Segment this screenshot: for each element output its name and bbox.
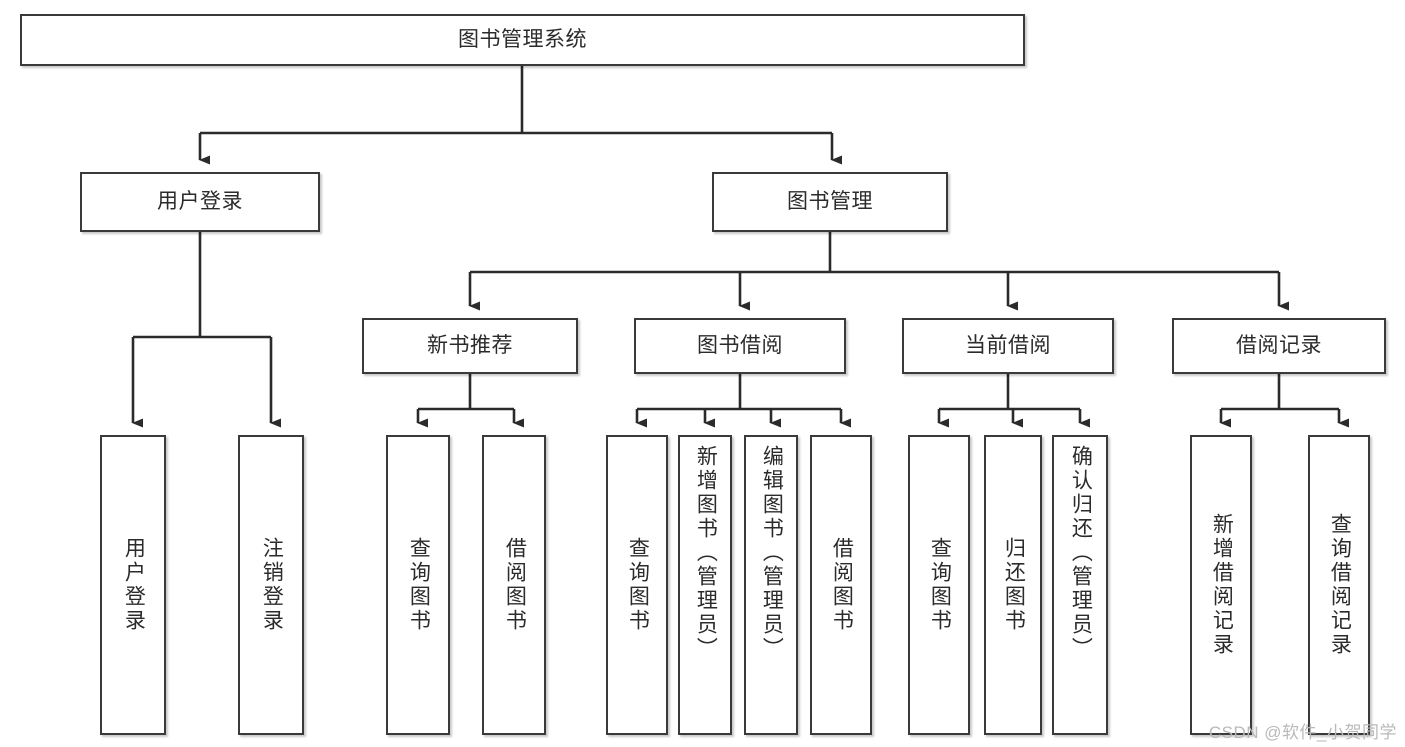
leaf-user-login[interactable]: 用户登录 [100, 435, 166, 735]
leaf-add-book-admin[interactable]: 新增图书（管理员） [678, 435, 732, 735]
leaf-add-book-admin-label: 新增图书（管理员） [694, 445, 718, 661]
leaf-user-login-label: 用户登录 [122, 537, 146, 633]
leaf-query-book-borrow-label: 查询图书 [626, 537, 650, 633]
leaf-query-book-current-label: 查询图书 [928, 537, 952, 633]
leaf-logout-label: 注销登录 [260, 537, 284, 633]
leaf-borrow-book-recommend[interactable]: 借阅图书 [482, 435, 546, 735]
node-borrow-record-label: 借阅记录 [1236, 333, 1322, 357]
node-user-login[interactable]: 用户登录 [80, 172, 320, 232]
node-book-borrow[interactable]: 图书借阅 [634, 318, 846, 374]
leaf-edit-book-admin-label: 编辑图书（管理员） [760, 445, 784, 661]
node-book-management-label: 图书管理 [787, 189, 873, 213]
leaf-edit-book-admin[interactable]: 编辑图书（管理员） [744, 435, 798, 735]
leaf-return-book[interactable]: 归还图书 [984, 435, 1042, 735]
leaf-borrow-book-label: 借阅图书 [830, 537, 854, 633]
leaf-add-borrow-record[interactable]: 新增借阅记录 [1190, 435, 1252, 735]
leaf-query-book-current[interactable]: 查询图书 [908, 435, 970, 735]
leaf-query-borrow-record[interactable]: 查询借阅记录 [1308, 435, 1370, 735]
leaf-query-book-recommend[interactable]: 查询图书 [386, 435, 450, 735]
leaf-borrow-book[interactable]: 借阅图书 [810, 435, 872, 735]
node-book-management[interactable]: 图书管理 [712, 172, 948, 232]
node-borrow-record[interactable]: 借阅记录 [1172, 318, 1386, 374]
leaf-return-book-label: 归还图书 [1002, 537, 1026, 633]
node-current-borrow[interactable]: 当前借阅 [902, 318, 1114, 374]
node-new-book-recommend[interactable]: 新书推荐 [362, 318, 578, 374]
node-user-login-label: 用户登录 [157, 189, 243, 213]
node-book-borrow-label: 图书借阅 [697, 333, 783, 357]
leaf-query-book-recommend-label: 查询图书 [407, 537, 431, 633]
leaf-borrow-book-recommend-label: 借阅图书 [503, 537, 527, 633]
node-root-label: 图书管理系统 [458, 27, 587, 51]
leaf-query-borrow-record-label: 查询借阅记录 [1328, 513, 1352, 657]
leaf-add-borrow-record-label: 新增借阅记录 [1210, 513, 1234, 657]
node-new-book-recommend-label: 新书推荐 [427, 333, 513, 357]
leaf-logout[interactable]: 注销登录 [238, 435, 304, 735]
leaf-confirm-return-admin-label: 确认归还（管理员） [1069, 445, 1093, 661]
node-root[interactable]: 图书管理系统 [20, 14, 1025, 66]
leaf-confirm-return-admin[interactable]: 确认归还（管理员） [1052, 435, 1108, 735]
node-current-borrow-label: 当前借阅 [965, 333, 1051, 357]
watermark: CSDN @软件_小贺同学 [1208, 723, 1397, 742]
leaf-query-book-borrow[interactable]: 查询图书 [606, 435, 668, 735]
